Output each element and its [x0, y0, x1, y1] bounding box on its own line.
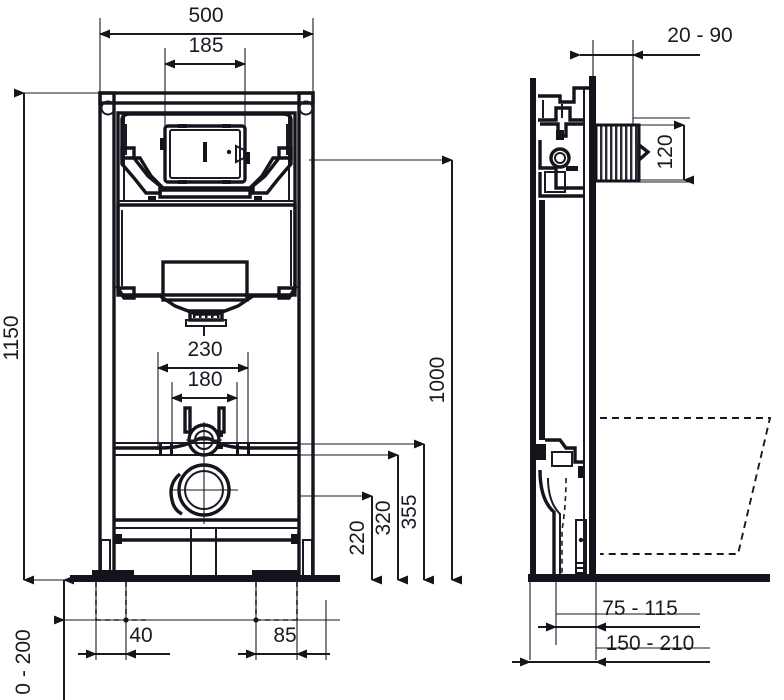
- bolt-marks: [159, 444, 250, 456]
- lower-bracket-right: [277, 286, 299, 300]
- dim-120-label: 120: [654, 134, 677, 169]
- flush-slot: [203, 142, 207, 162]
- stub-ribs: [576, 562, 586, 574]
- cistern-rear-wall: [540, 200, 545, 440]
- wc-pan-outline-hidden: [600, 417, 772, 555]
- plate-tab-top-right: [222, 124, 231, 128]
- side-floor-line: [528, 574, 770, 582]
- waste-pipe-bend: [169, 472, 183, 516]
- waste-pipe-hidden-arc: [187, 465, 231, 491]
- side-section-geometry: [528, 76, 772, 582]
- dim-230: 230: [157, 338, 249, 373]
- valve-block: [556, 130, 564, 140]
- dim-185-label: 185: [188, 34, 223, 57]
- cistern-section-bottom: [538, 172, 584, 198]
- dim-0-200: 0 - 200: [12, 575, 74, 700]
- dim-0-200-label: 0 - 200: [12, 629, 35, 694]
- leg-collar-right: [291, 534, 299, 544]
- flush-screw-dot: [226, 149, 232, 155]
- lower-bracket-left: [114, 286, 136, 300]
- leg-collar-left: [114, 534, 122, 544]
- inlet-nub: [566, 166, 578, 171]
- flush-pipe-flange: [185, 319, 227, 327]
- dim-1150: 1150: [0, 88, 34, 585]
- dim-320-label: 320: [372, 500, 395, 535]
- dim-75-115-label: 75 - 115: [602, 597, 678, 620]
- access-panel: [161, 260, 249, 302]
- support-plate: [551, 451, 573, 467]
- plate-tab-bottom-left: [178, 180, 187, 184]
- dim-120: 120: [654, 120, 694, 185]
- dim-1000-label: 1000: [426, 357, 449, 404]
- dim-40-label: 40: [129, 624, 152, 647]
- side-extension-lines: [529, 40, 710, 660]
- stud-left: [183, 406, 192, 434]
- foot-plate-right: [252, 570, 300, 578]
- dim-355-label: 355: [398, 494, 421, 529]
- dim-500-label: 500: [188, 4, 223, 27]
- top-bracket: [538, 86, 589, 104]
- rear-rail: [530, 78, 536, 582]
- mount-hole-left: [100, 100, 116, 116]
- front-frame-geometry: [70, 91, 340, 623]
- top-bracket-webs: [542, 100, 563, 118]
- flush-valve-marker: [235, 144, 245, 164]
- ribbed-insert: [544, 171, 566, 193]
- plate-clip-left: [160, 138, 165, 150]
- front-view: 500 185 1150 1000 355 320 220: [0, 4, 462, 700]
- lower-fitting: [545, 438, 584, 464]
- mount-hole-right: [298, 100, 314, 116]
- stub-hole: [578, 537, 584, 543]
- bracket-right: [251, 146, 293, 195]
- cistern-upper-shell: [120, 112, 293, 190]
- plate-tab-top-left: [178, 124, 187, 128]
- outlet-ribbed-sleeve: [594, 123, 641, 183]
- dim-75-115: 75 - 115: [538, 597, 700, 632]
- flush-pipe-ribs: [193, 314, 220, 318]
- waste-bend-outer: [538, 469, 556, 576]
- frame-top-rail: [98, 91, 315, 105]
- dim-1000: 1000: [426, 155, 462, 585]
- dim-500: 500: [99, 4, 314, 39]
- dim-150-210: 150 - 210: [512, 632, 710, 667]
- fastener-lug: [578, 466, 584, 478]
- dim-180-label: 180: [187, 368, 222, 391]
- anchor-point-left: [123, 617, 129, 623]
- dim-220-label: 220: [346, 520, 369, 555]
- side-view: 20 - 90 120 75 - 115 150 - 210: [512, 24, 772, 667]
- anchor-point-right: [253, 617, 259, 623]
- dim-20-90-label: 20 - 90: [667, 24, 732, 47]
- anchor-hidden-lines: [95, 582, 298, 621]
- foot-plate-left: [92, 570, 134, 578]
- plate-tab-bottom-right: [222, 180, 231, 184]
- dim-20-90: 20 - 90: [570, 24, 733, 60]
- cistern-shelf: [158, 188, 252, 199]
- shelf-clip-right: [254, 196, 262, 202]
- waste-bend-inner: [547, 477, 561, 576]
- front-rail: [589, 76, 596, 582]
- dim-180: 180: [171, 368, 238, 403]
- dim-150-210-label: 150 - 210: [606, 632, 695, 655]
- dim-220: 220: [346, 491, 382, 585]
- cistern-shell-lines: [125, 124, 288, 155]
- shelf-clip-left: [148, 196, 156, 202]
- waste-bend-hidden: [561, 477, 567, 576]
- dim-85: 85: [238, 624, 330, 659]
- plate-clip-right: [245, 152, 250, 164]
- valve-lug-bottom: [218, 444, 223, 449]
- dim-85-label: 85: [273, 624, 296, 647]
- float-valve-bore: [554, 152, 566, 164]
- dim-185: 185: [164, 34, 246, 69]
- valve-lug-top: [218, 432, 223, 437]
- bracket-block: [536, 444, 546, 460]
- flush-plate-inner: [169, 129, 241, 179]
- lower-shell-inner: [121, 210, 292, 286]
- dim-40: 40: [78, 624, 170, 659]
- outlet-nose: [637, 141, 651, 164]
- dim-1150-label: 1150: [0, 315, 23, 360]
- dim-230-label: 230: [187, 338, 222, 361]
- float-valve-circle: [549, 147, 571, 169]
